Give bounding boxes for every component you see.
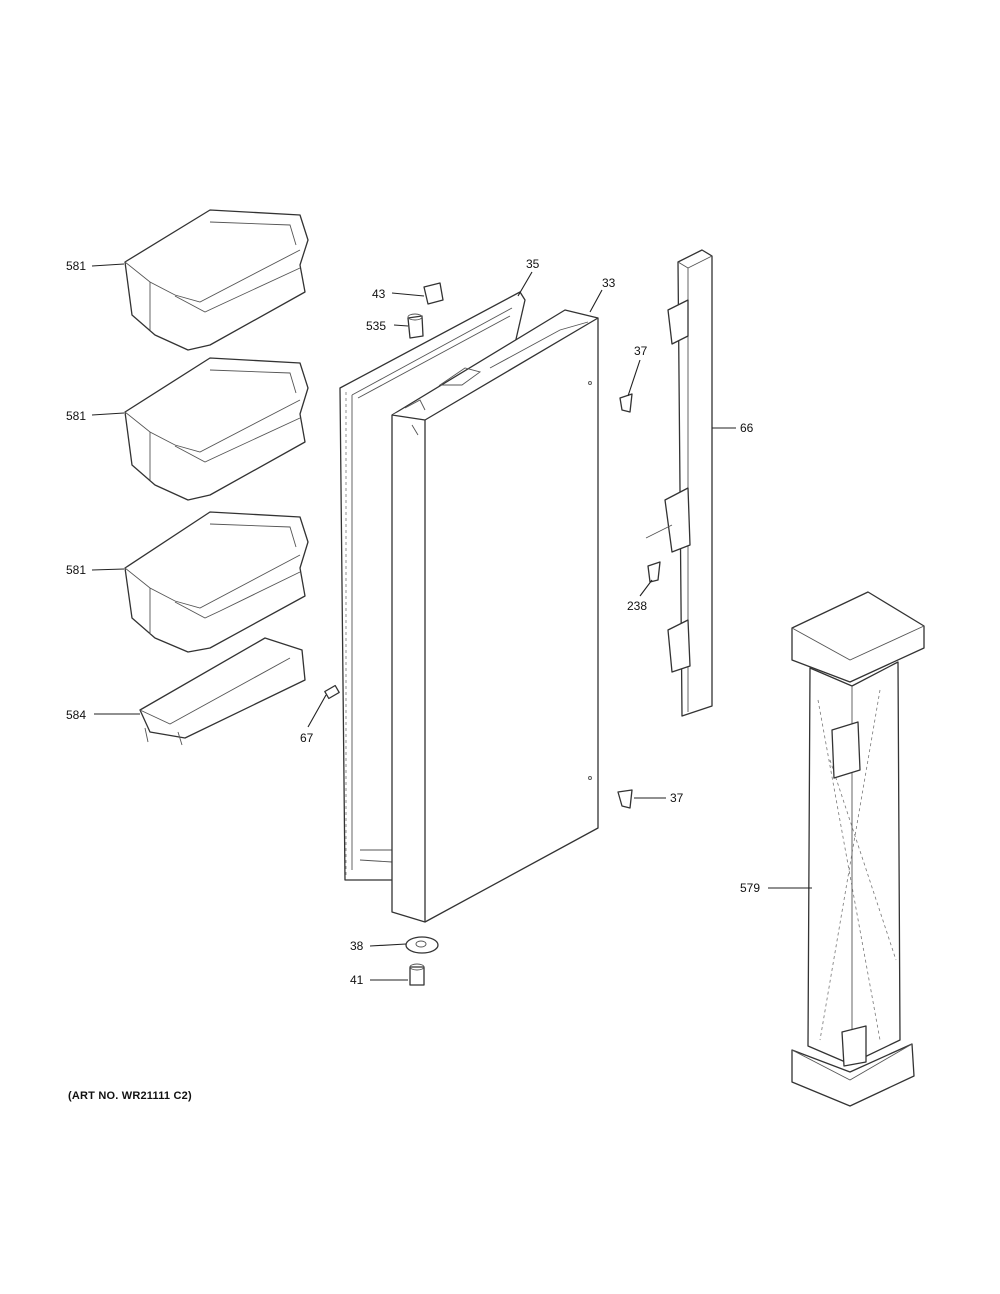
callout-579: 579	[740, 881, 760, 895]
door-33	[391, 309, 599, 923]
mullion-579	[791, 591, 925, 1107]
callout-535: 535	[366, 319, 386, 333]
part-67	[324, 684, 340, 700]
part-41	[409, 963, 425, 986]
leader-35	[517, 271, 533, 297]
callout-66: 66	[740, 421, 754, 435]
leader-38	[369, 943, 407, 947]
callout-33: 33	[602, 276, 616, 290]
part-37-lower	[617, 789, 633, 809]
callout-41: 41	[350, 973, 364, 987]
part-37-upper	[619, 393, 633, 413]
part-238	[647, 561, 661, 583]
callout-37-lower: 37	[670, 791, 684, 805]
art-number: (ART NO. WR21111 C2)	[68, 1090, 192, 1102]
leader-581-lower	[91, 568, 125, 571]
part-38	[405, 936, 439, 954]
door-bin-581-top	[124, 209, 309, 351]
leader-37-upper	[627, 359, 641, 397]
callout-238: 238	[627, 599, 647, 613]
hinge-rail-66	[645, 249, 713, 717]
door-bin-584	[139, 637, 306, 746]
callout-584: 584	[66, 708, 86, 722]
leader-581-middle	[91, 412, 125, 416]
leader-238	[639, 579, 653, 597]
callout-581-lower: 581	[66, 563, 86, 577]
callout-37-upper: 37	[634, 344, 648, 358]
leader-33	[589, 289, 603, 313]
leader-581-top	[91, 263, 125, 267]
callout-581-middle: 581	[66, 409, 86, 423]
door-bin-581-lower	[124, 511, 309, 653]
callout-38: 38	[350, 939, 364, 953]
part-535	[407, 313, 424, 339]
leader-43	[391, 292, 425, 297]
callout-67: 67	[300, 731, 314, 745]
callout-35: 35	[526, 257, 540, 271]
door-bin-581-middle	[124, 357, 309, 501]
leader-535	[393, 324, 409, 327]
callout-43: 43	[372, 287, 386, 301]
callout-581-top: 581	[66, 259, 86, 273]
leader-67	[307, 694, 327, 728]
part-43	[423, 282, 444, 305]
